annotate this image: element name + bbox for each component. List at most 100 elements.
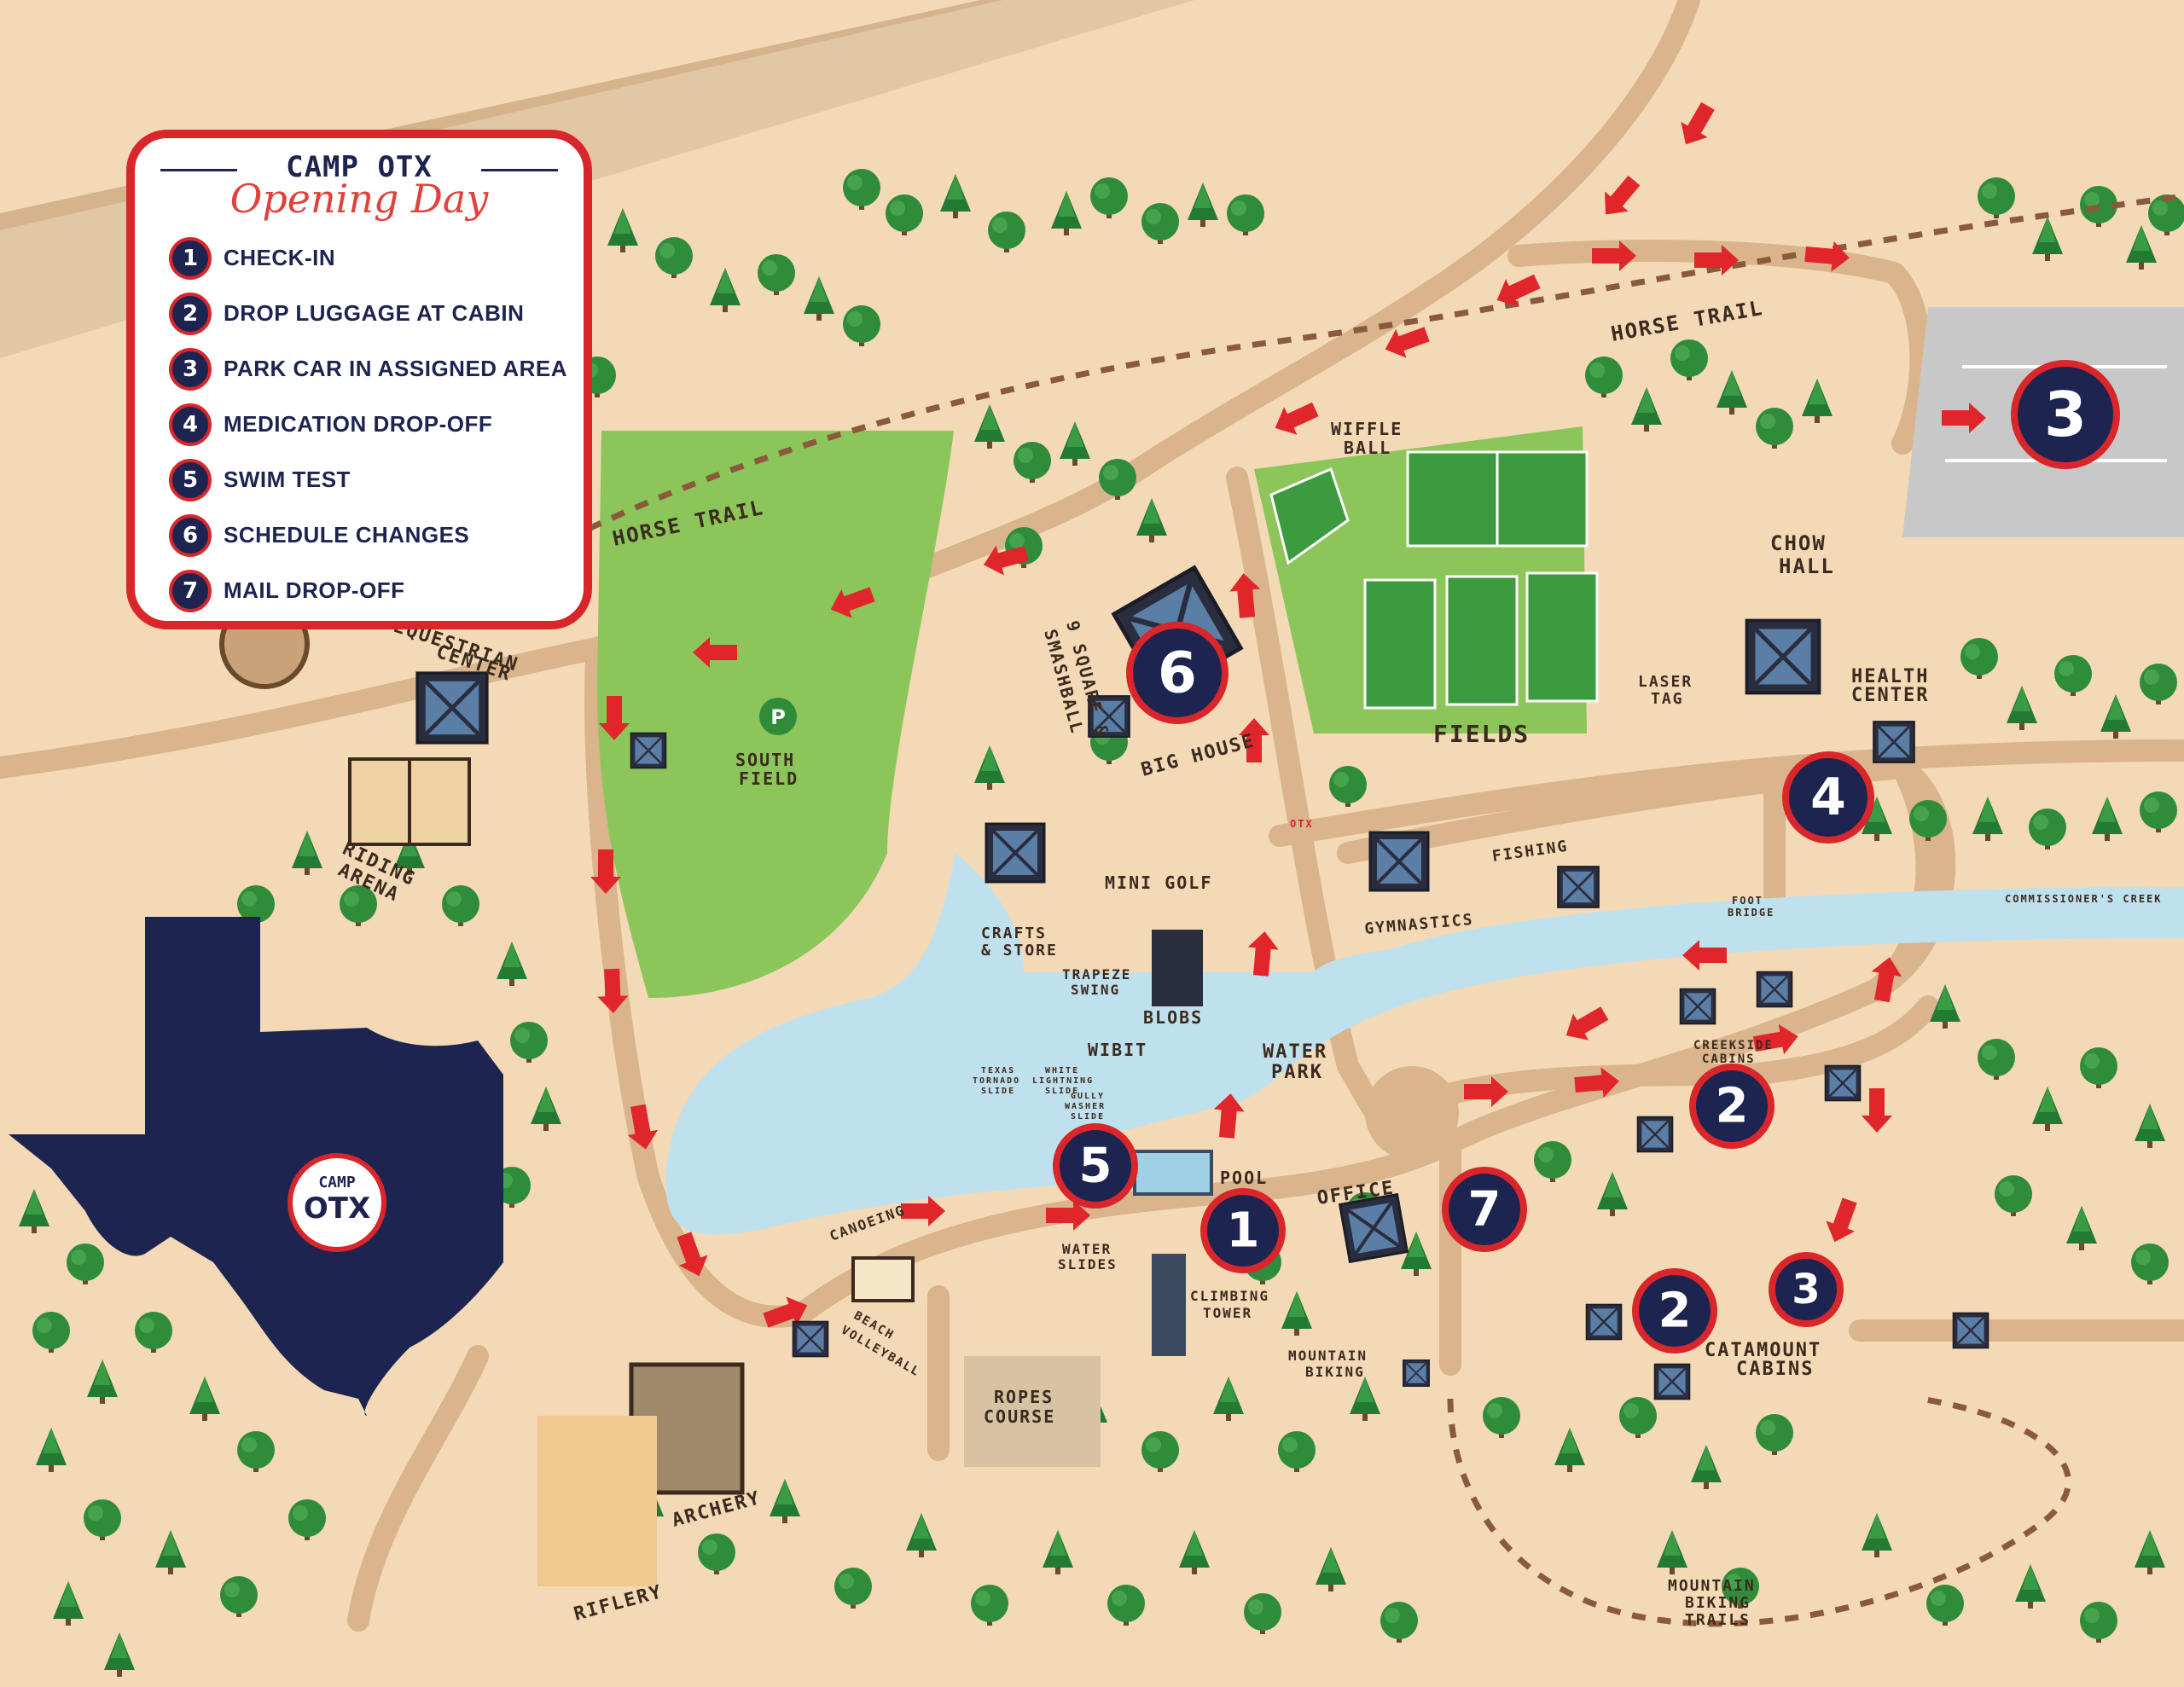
legend-item: 5 SWIM TEST bbox=[169, 452, 567, 507]
buildings bbox=[219, 568, 1989, 1586]
label-trapeze: TRAPEZE bbox=[1062, 966, 1131, 983]
legend-label: MAIL DROP-OFF bbox=[224, 577, 405, 603]
legend-item: 7 MAIL DROP-OFF bbox=[169, 563, 567, 618]
beach-volleyball-court bbox=[851, 1256, 915, 1302]
legend-item: 2 DROP LUGGAGE AT CABIN bbox=[169, 286, 567, 341]
label-ropes-2: COURSE bbox=[984, 1406, 1055, 1427]
label-wiffle-ball-2: BALL bbox=[1344, 438, 1391, 458]
label-foot-bridge: FOOT bbox=[1732, 895, 1763, 907]
marker-2-creekside[interactable]: 2 bbox=[1689, 1064, 1774, 1149]
legend-rule-right bbox=[481, 169, 558, 171]
flag-circle bbox=[1365, 1066, 1459, 1160]
label-climbing: CLIMBING bbox=[1190, 1288, 1269, 1304]
fishing-building bbox=[1556, 865, 1600, 909]
chow-hall-building bbox=[1747, 621, 1820, 693]
legend-label: CHECK-IN bbox=[224, 245, 336, 270]
legend-title: CAMP OTX bbox=[286, 150, 433, 184]
label-mtb-trails-3: TRAILS bbox=[1685, 1611, 1751, 1629]
label-south-field-2: FIELD bbox=[739, 768, 799, 789]
marker-4[interactable]: 4 bbox=[1782, 751, 1874, 844]
legend-number: 3 bbox=[169, 347, 212, 391]
label-gully-washer: GULLY bbox=[1071, 1092, 1105, 1101]
label-water-slides: WATER bbox=[1062, 1241, 1112, 1257]
svg-text:2: 2 bbox=[1658, 1284, 1692, 1339]
legend-item: 6 SCHEDULE CHANGES bbox=[169, 507, 567, 563]
label-catamount-2: CABINS bbox=[1736, 1359, 1814, 1380]
marker-7[interactable]: 7 bbox=[1442, 1167, 1527, 1252]
label-otx-sign: OTX bbox=[1290, 818, 1314, 830]
label-water-park: WATER bbox=[1263, 1041, 1327, 1063]
legend-label: SWIM TEST bbox=[224, 467, 351, 492]
legend-subtitle: Opening Day bbox=[229, 176, 489, 222]
texas-silhouette bbox=[9, 917, 503, 1416]
label-catamount: CATAMOUNT bbox=[1705, 1340, 1821, 1361]
svg-text:3: 3 bbox=[2044, 379, 2087, 450]
pool bbox=[1133, 1150, 1213, 1196]
texas-logo: CAMP OTX bbox=[288, 1153, 386, 1252]
label-swing: SWING bbox=[1071, 982, 1120, 998]
label-horse-trail-east: HORSE TRAIL bbox=[1609, 296, 1765, 346]
label-store: & STORE bbox=[981, 942, 1058, 959]
label-health-center: HEALTH bbox=[1851, 666, 1929, 687]
label-blobs: BLOBS bbox=[1143, 1007, 1203, 1028]
label-white-lightning-2: LIGHTNING bbox=[1032, 1076, 1094, 1086]
svg-text:1: 1 bbox=[1227, 1203, 1260, 1259]
label-ropes: ROPES bbox=[994, 1387, 1054, 1407]
label-creekside-2: CABINS bbox=[1702, 1052, 1756, 1066]
label-fields: FIELDS bbox=[1433, 720, 1530, 748]
ropes-course bbox=[964, 1356, 1101, 1467]
label-health-center-2: CENTER bbox=[1851, 685, 1929, 706]
label-gully-washer-3: SLIDE bbox=[1071, 1112, 1105, 1122]
svg-text:6: 6 bbox=[1158, 641, 1197, 706]
label-climbing-2: TOWER bbox=[1203, 1305, 1252, 1321]
svg-text:7: 7 bbox=[1468, 1182, 1502, 1238]
label-chow-hall-2: HALL bbox=[1779, 554, 1835, 578]
label-laser-tag-2: TAG bbox=[1651, 690, 1684, 708]
marker-5[interactable]: 5 bbox=[1053, 1123, 1138, 1209]
parking-icon-letter: P bbox=[770, 705, 786, 729]
label-water-park-2: PARK bbox=[1271, 1062, 1323, 1083]
texas-logo-line2: OTX bbox=[304, 1191, 370, 1226]
svg-text:2: 2 bbox=[1716, 1079, 1749, 1134]
blobs bbox=[1152, 930, 1203, 1006]
health-center-building bbox=[1872, 720, 1916, 764]
marker-2-catamount[interactable]: 2 bbox=[1632, 1268, 1717, 1354]
label-crafts: CRAFTS bbox=[981, 925, 1047, 942]
marker-3-parking[interactable]: 3 bbox=[2011, 360, 2120, 469]
label-pool: POOL bbox=[1220, 1168, 1268, 1188]
legend-number: 2 bbox=[169, 292, 212, 335]
label-mtb-trails-2: BIKING bbox=[1685, 1594, 1751, 1612]
legend-number: 7 bbox=[169, 569, 212, 612]
label-white-lightning: WHITE bbox=[1045, 1066, 1079, 1075]
label-riflery: RIFLERY bbox=[572, 1581, 665, 1626]
texas-logo-line1: CAMP bbox=[318, 1174, 356, 1191]
label-wiffle-ball: WIFFLE bbox=[1331, 419, 1403, 439]
label-texas-tornado-2: TORNADO bbox=[973, 1076, 1020, 1086]
label-gully-washer-2: WASHER bbox=[1065, 1102, 1106, 1111]
label-creekside: CREEKSIDE bbox=[1693, 1039, 1774, 1052]
crafts-store-building bbox=[985, 822, 1046, 884]
legend-label: SCHEDULE CHANGES bbox=[224, 522, 470, 548]
label-south-field: SOUTH bbox=[735, 750, 795, 770]
legend-label: DROP LUGGAGE AT CABIN bbox=[224, 300, 525, 326]
legend-number: 6 bbox=[169, 513, 212, 557]
marker-3-catamount[interactable]: 3 bbox=[1769, 1252, 1844, 1327]
label-foot-bridge-2: BRIDGE bbox=[1728, 907, 1774, 919]
marker-6[interactable]: 6 bbox=[1126, 622, 1228, 724]
mountain-biking-trail-path bbox=[1447, 1395, 2071, 1627]
label-texas-tornado-3: SLIDE bbox=[981, 1087, 1015, 1096]
legend-number: 4 bbox=[169, 403, 212, 446]
label-water-slides-2: SLIDES bbox=[1058, 1256, 1118, 1272]
equestrian-center-building bbox=[417, 673, 487, 743]
label-big-house: BIG HOUSE bbox=[1139, 730, 1258, 781]
legend-number: 5 bbox=[169, 458, 212, 501]
svg-text:4: 4 bbox=[1810, 768, 1846, 827]
numbered-markers: 1 2 2 3 3 4 5 6 bbox=[1053, 360, 2120, 1354]
svg-text:3: 3 bbox=[1792, 1266, 1820, 1313]
marker-1[interactable]: 1 bbox=[1200, 1188, 1286, 1273]
